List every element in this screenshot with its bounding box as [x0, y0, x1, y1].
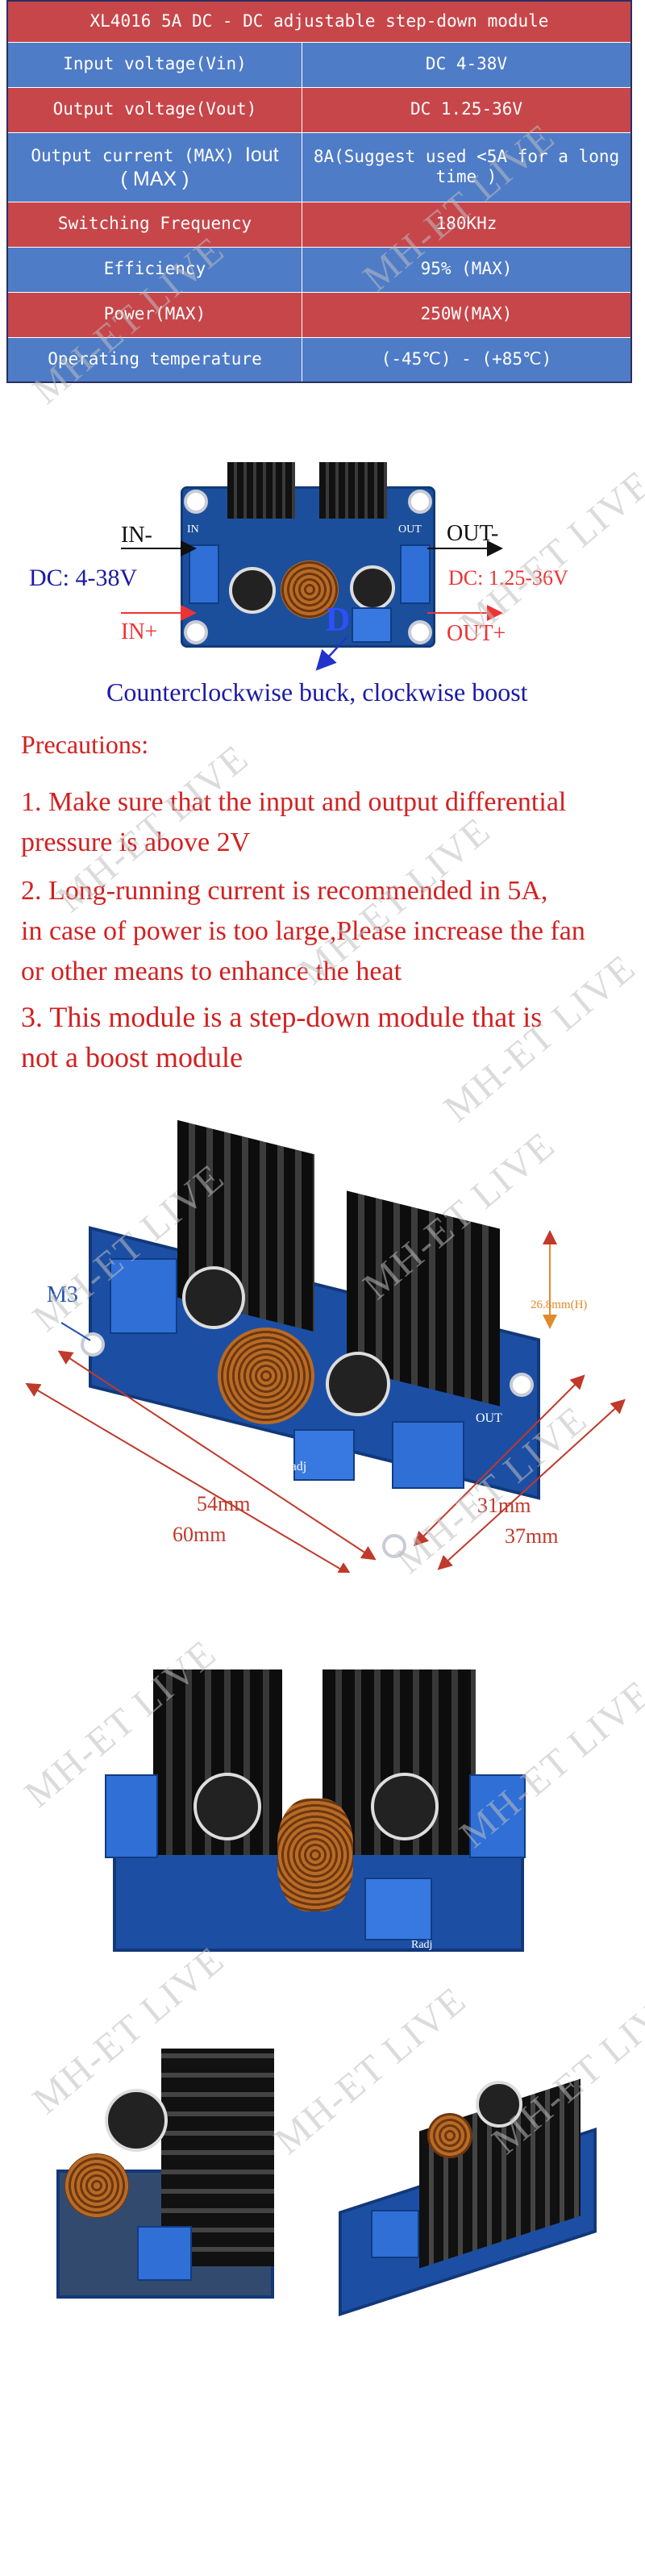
potentiometer: [364, 1878, 432, 1940]
input-terminal: [110, 1258, 177, 1334]
spec-value: 250W(MAX): [302, 291, 632, 338]
spec-value: 95% (MAX): [302, 246, 632, 293]
precaution-item: 3. This module is a step-down module tha…: [21, 1001, 543, 1073]
capacitor: [194, 1773, 261, 1840]
heatsink: [227, 462, 295, 519]
spec-label: Operating temperature: [6, 336, 302, 383]
spec-title: XL4016 5A DC - DC adjustable step-down m…: [6, 0, 632, 43]
inductor-coil: [277, 1799, 353, 1911]
capacitor: [182, 1266, 245, 1329]
radj-label: Radj: [411, 1939, 433, 1951]
side-photo-right: [331, 2078, 605, 2323]
mounting-hole: [187, 623, 205, 641]
output-terminal: [469, 1774, 526, 1858]
precaution-item: 2. Long-running current is recommended i…: [21, 876, 585, 986]
spec-value: 180KHz: [302, 201, 632, 248]
m3-label: M3: [47, 1282, 78, 1307]
spec-row: Output voltage(Vout) DC 1.25-36V: [6, 86, 632, 133]
spec-value: DC 1.25-36V: [302, 86, 632, 133]
length-54-line: [57, 1350, 377, 1561]
m3-pointer: [60, 1322, 91, 1341]
dc-input-label: DC: 4-38V: [29, 565, 138, 591]
mounting-hole: [411, 493, 429, 511]
spec-label: Efficiency: [6, 246, 302, 293]
output-terminal: [400, 544, 431, 604]
in-plus-label: IN+: [121, 619, 158, 644]
spec-row: Power(MAX) 250W(MAX): [6, 291, 632, 338]
spec-label: Input voltage(Vin): [6, 41, 302, 88]
spec-value: DC 4-38V: [302, 41, 632, 88]
board-in-label: IN: [187, 523, 199, 536]
spec-row: Input voltage(Vin) DC 4-38V: [6, 41, 632, 88]
spec-row: Efficiency 95% (MAX): [6, 246, 632, 293]
side-photo-left: [48, 2049, 282, 2307]
capacitor: [371, 1773, 439, 1840]
width-31-line: [413, 1374, 585, 1547]
spec-label: Output current (MAX) Iout ( MAX ): [6, 131, 302, 202]
precautions-heading: Precautions:: [21, 730, 149, 759]
spec-value: 8A(Suggest used <5A for a long time ): [302, 131, 632, 202]
front-photo: Radj: [105, 1669, 532, 1960]
mounting-hole: [187, 493, 205, 511]
in-minus-label: IN-: [121, 523, 152, 548]
module-top-view: IN OUT D: [181, 462, 435, 648]
spec-table: XL4016 5A DC - DC adjustable step-down m…: [6, 0, 632, 383]
mounting-hole: [411, 623, 429, 641]
spec-value: (-45℃) - (+85℃): [302, 336, 632, 383]
inductor-coil: [427, 2113, 472, 2158]
spec-title-row: XL4016 5A DC - DC adjustable step-down m…: [6, 0, 632, 43]
length-60-line: [25, 1382, 352, 1573]
capacitor: [229, 567, 276, 614]
spec-label: Switching Frequency: [6, 201, 302, 248]
out-plus-label: OUT+: [447, 621, 506, 646]
potentiometer: [352, 607, 392, 643]
spec-label-part: ( MAX ): [120, 168, 189, 190]
adjust-caption: Counterclockwise buck, clockwise boost: [106, 677, 528, 707]
input-terminal: [105, 1774, 158, 1858]
board-out-label: OUT: [398, 523, 422, 536]
width-37-line: [437, 1398, 626, 1570]
spec-label-part: Iout: [244, 144, 279, 166]
inductor-coil: [281, 561, 339, 619]
inductor-coil: [64, 2153, 129, 2218]
spec-label: Output voltage(Vout): [6, 86, 302, 133]
adjust-marker: D: [326, 602, 351, 639]
mounting-hole: [385, 1537, 403, 1555]
capacitor: [476, 2081, 522, 2128]
wiring-arrows: [121, 540, 503, 671]
spec-row: Switching Frequency 180KHz: [6, 201, 632, 248]
spec-label: Power(MAX): [6, 291, 302, 338]
terminal: [371, 2210, 419, 2258]
spec-row: Output current (MAX) Iout ( MAX ) 8A(Sug…: [6, 131, 632, 202]
capacitor: [105, 2089, 168, 2152]
dc-output-label: DC: 1.25-36V: [448, 566, 568, 590]
heatsink: [319, 462, 387, 519]
spec-row: Operating temperature (-45℃) - (+85℃): [6, 336, 632, 383]
terminal: [137, 2226, 192, 2281]
dimension-lines: [25, 1230, 626, 1573]
precaution-item: 1. Make sure that the input and output d…: [21, 787, 567, 857]
adjust-arrow: [315, 636, 347, 671]
spec-label-part: Output current (MAX): [31, 146, 235, 165]
